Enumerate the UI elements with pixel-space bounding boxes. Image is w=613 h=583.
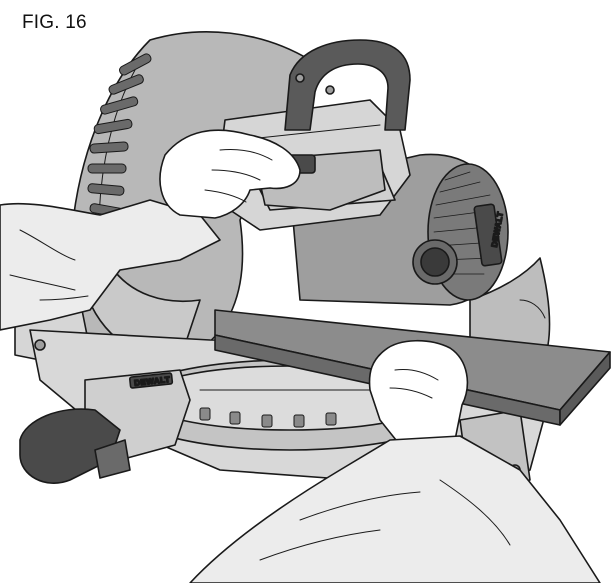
right-fence [469,257,551,351]
saw-handle[interactable] [284,39,411,131]
left-hand-icon [0,129,301,331]
figure-label: FIG. 16 [22,12,87,33]
guard-vents [87,53,152,218]
right-hand-icon [189,339,601,583]
